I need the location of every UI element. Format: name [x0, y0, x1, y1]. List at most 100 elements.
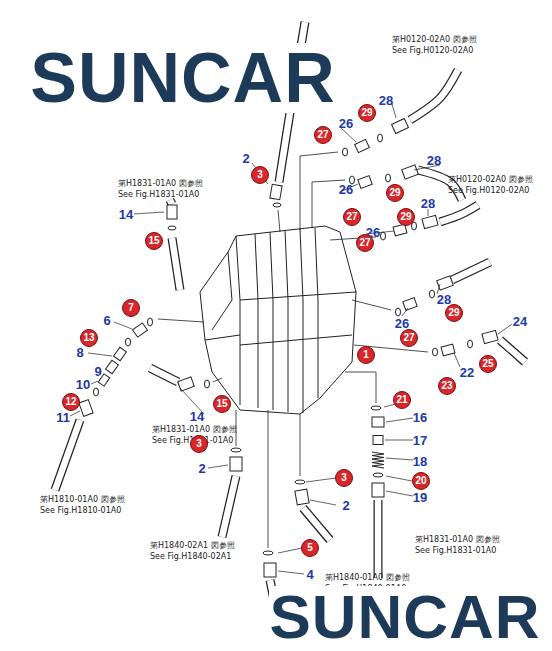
callout-badge: 29 [358, 104, 376, 122]
reference-note: See Fig.H0120-02A0 [448, 187, 529, 196]
callout-number: 2 [342, 499, 349, 512]
hose [375, 500, 382, 578]
hose [410, 70, 458, 120]
pipe-line [300, 414, 301, 476]
fitting [441, 344, 455, 356]
leader-line [386, 476, 412, 481]
reference-note: 第H0120-02A0 図参照 [448, 176, 533, 185]
fitting [403, 298, 417, 311]
o-ring [148, 318, 153, 326]
fitting [358, 176, 372, 189]
hose-outline [440, 205, 478, 222]
hoses [55, 22, 525, 640]
o-ring [386, 174, 391, 182]
callout-badge: 3 [190, 435, 208, 453]
hose-outline [55, 420, 80, 490]
hose-outline [222, 476, 236, 537]
callout-number: 18 [413, 455, 427, 468]
reference-note: See Fig.H1831-01A0 [118, 191, 199, 200]
reference-note: 第H1840-02A1 図参照 [150, 542, 235, 551]
leader-line [402, 308, 408, 316]
reference-note: 第H1831-01A0 図参照 [118, 180, 203, 189]
hose-outline [374, 500, 383, 578]
callout-number: 17 [413, 434, 427, 447]
o-ring [295, 480, 305, 484]
hose [55, 420, 80, 490]
fitting [437, 276, 454, 290]
o-ring [126, 338, 131, 346]
control-valve [200, 226, 356, 414]
o-ring [381, 232, 386, 240]
hose [172, 238, 180, 290]
reference-note: See Fig.H1831-01A0 [415, 547, 496, 556]
callout-badge: 12 [62, 393, 80, 411]
o-ring [94, 388, 99, 396]
callout-number: 2 [242, 152, 249, 165]
fitting [402, 165, 419, 179]
leader-line [91, 381, 98, 384]
callout-badge: 27 [343, 208, 361, 226]
callout-number: 6 [103, 314, 110, 327]
o-ring [430, 290, 435, 298]
hose-outline [303, 508, 330, 540]
hose [303, 508, 330, 540]
callout-badge: 23 [438, 377, 456, 395]
fitting [167, 205, 177, 219]
hose [170, 200, 172, 204]
o-ring [468, 340, 473, 348]
fitting [372, 417, 384, 427]
o-ring [378, 134, 383, 142]
callout-badge: 3 [335, 469, 353, 487]
o-ring [433, 348, 438, 356]
callout-badge: 29 [386, 184, 404, 202]
callout-badge: 15 [213, 395, 231, 413]
callout-number: 10 [76, 378, 90, 391]
reference-note: See Fig.H1840-02A1 [150, 553, 231, 562]
callout-number: 24 [513, 315, 527, 328]
leader-line [208, 465, 228, 468]
reference-note: 第H1810-01A0 図参照 [40, 496, 125, 505]
leader-line [134, 212, 164, 214]
o-ring [168, 226, 176, 230]
callout-number: 28 [379, 94, 393, 107]
pipe-line [158, 319, 204, 322]
leader-line [498, 324, 512, 334]
callout-badge: 3 [251, 166, 269, 184]
callout-badge: 13 [80, 329, 98, 347]
callout-badge: 15 [145, 232, 163, 250]
valve-body [200, 226, 356, 414]
callout-number: 11 [56, 411, 70, 424]
leader-lines [70, 104, 512, 574]
leader-line [386, 491, 413, 496]
hose [418, 170, 462, 200]
fitting [372, 483, 384, 497]
reference-note: 第H1840-01A0 図参照 [325, 574, 410, 583]
callout-number: 9 [94, 365, 101, 378]
leader-line [310, 500, 336, 505]
hose-outline [170, 200, 172, 204]
leader-line [428, 209, 429, 216]
leader-line [114, 322, 132, 329]
callout-badge: 27 [400, 329, 418, 347]
fitting [178, 377, 195, 391]
leader-line [454, 353, 460, 367]
callout-number: 28 [421, 197, 435, 210]
callout-badge: 20 [412, 472, 430, 490]
callout-number: 4 [306, 568, 313, 581]
o-ring [396, 308, 401, 316]
pipe-lines [158, 152, 428, 548]
callout-badge: 21 [393, 391, 411, 409]
reference-note: See Fig.H0120-02A0 [392, 47, 473, 56]
o-ring [273, 203, 281, 207]
callout-badge: 27 [356, 234, 374, 252]
fitting [114, 347, 127, 361]
hose-outline [410, 70, 458, 120]
callout-badge: 25 [479, 355, 497, 373]
leader-line [386, 418, 413, 422]
callout-badge: 29 [397, 208, 415, 226]
spool-sections [205, 228, 356, 413]
reference-note: 第H1831-01A0 図参照 [152, 426, 237, 435]
fitting [230, 457, 242, 471]
hose [452, 262, 490, 280]
pipe-line [345, 372, 376, 403]
